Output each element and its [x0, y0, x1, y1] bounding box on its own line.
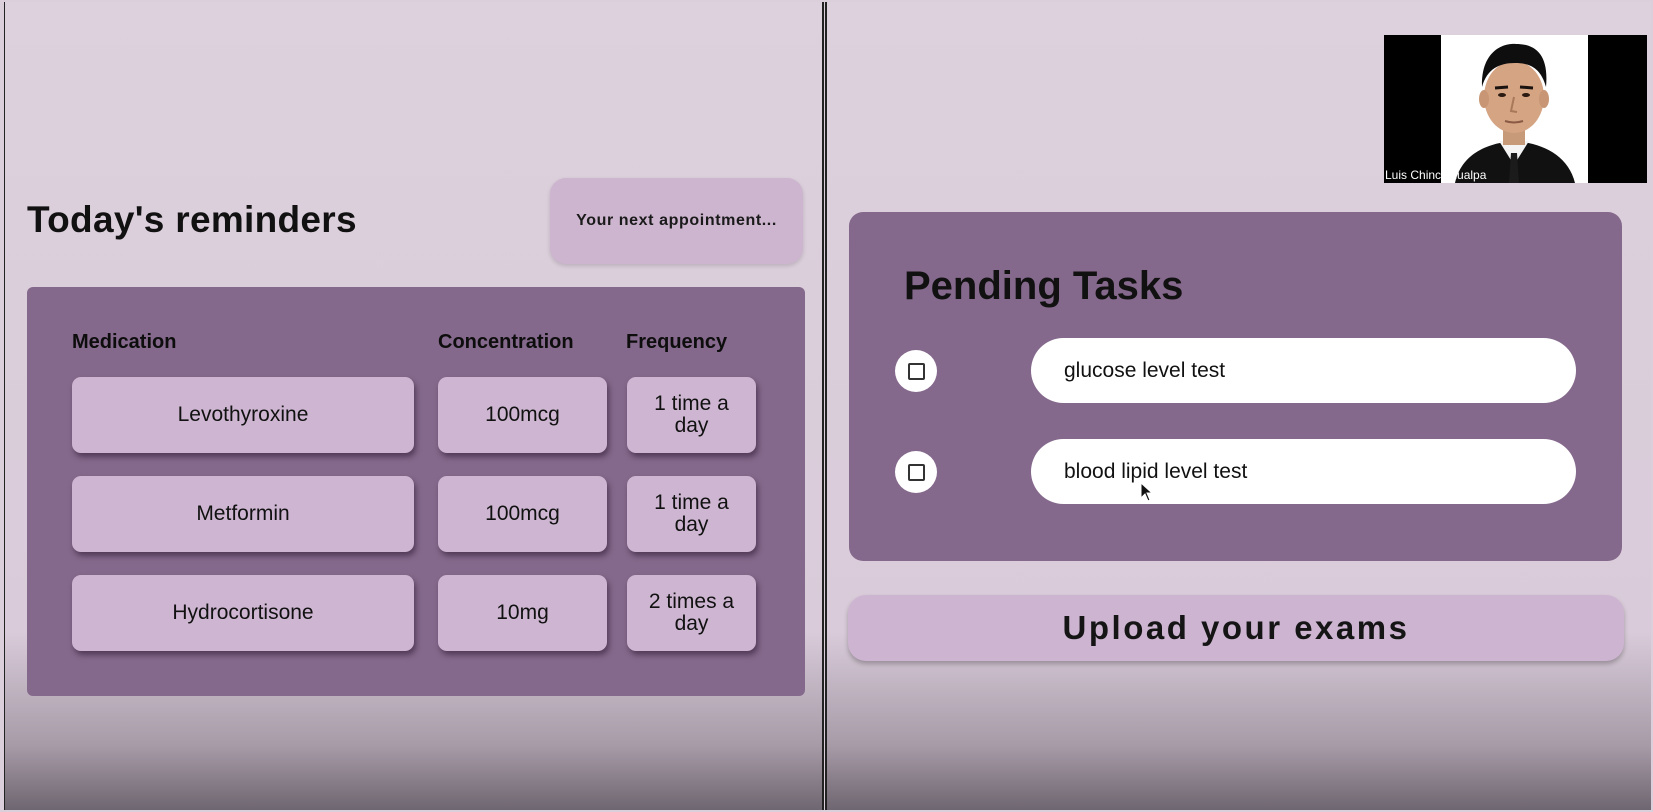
medication-cell[interactable]: Metformin: [72, 476, 414, 552]
mouse-pointer-icon: [1140, 481, 1154, 502]
concentration-cell[interactable]: 100mcg: [438, 377, 607, 453]
header-frequency: Frequency: [626, 331, 728, 353]
pending-tasks-title: Pending Tasks: [904, 264, 1184, 308]
task-item[interactable]: blood lipid level test: [1031, 439, 1576, 504]
medication-cell[interactable]: Levothyroxine: [72, 377, 414, 453]
medication-table: Medication Concentration Frequency Levot…: [27, 287, 805, 696]
concentration-cell[interactable]: 100mcg: [438, 476, 607, 552]
next-appointment-button[interactable]: Your next appointment...: [550, 178, 803, 264]
header-concentration: Concentration: [438, 331, 574, 353]
checkbox-square-icon: [907, 463, 925, 481]
header-medication: Medication: [72, 331, 177, 353]
participant-video-tile[interactable]: Luis Chinchihualpa: [1384, 35, 1647, 183]
participant-video: [1441, 35, 1588, 183]
frequency-cell[interactable]: 2 times a day: [627, 575, 756, 651]
participant-name: Luis Chinchihualpa: [1385, 168, 1487, 182]
frequency-cell[interactable]: 1 time a day: [627, 377, 756, 453]
pending-tasks-card: Pending Tasks glucose level test blood l…: [849, 212, 1622, 561]
task-checkbox[interactable]: [895, 451, 937, 493]
participant-avatar: [1441, 35, 1588, 183]
frequency-cell[interactable]: 1 time a day: [627, 476, 756, 552]
concentration-cell[interactable]: 10mg: [438, 575, 607, 651]
task-item[interactable]: glucose level test: [1031, 338, 1576, 403]
upload-exams-button[interactable]: Upload your exams: [848, 595, 1624, 661]
checkbox-square-icon: [907, 362, 925, 380]
reminders-title: Today's reminders: [27, 199, 357, 240]
reminders-pane: Today's reminders Your next appointment.…: [4, 2, 824, 810]
medication-cell[interactable]: Hydrocortisone: [72, 575, 414, 651]
task-checkbox[interactable]: [895, 350, 937, 392]
